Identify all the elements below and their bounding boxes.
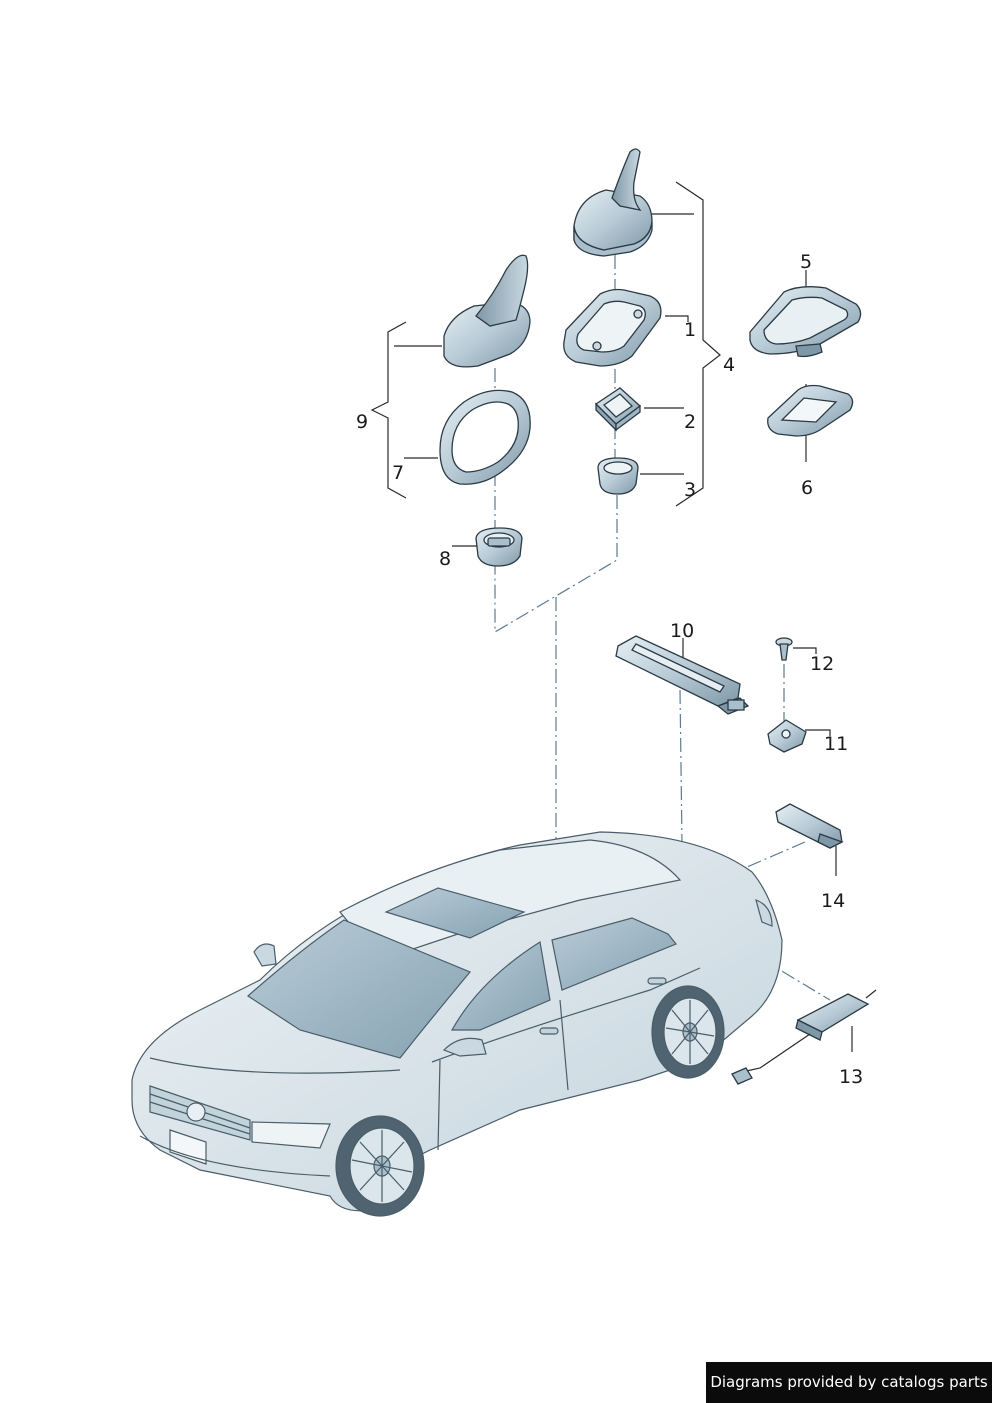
callout-labels: 1 2 3 4 5 6 7 8 9 10 11 12 13 14 — [356, 251, 863, 1088]
callout-6: 6 — [801, 477, 813, 499]
square-seal-icon — [594, 387, 642, 432]
roof-antenna-cover-icon — [573, 148, 653, 257]
callout-7: 7 — [392, 462, 404, 484]
callout-5: 5 — [800, 251, 812, 273]
shark-fin-antenna-icon — [443, 254, 531, 368]
callout-12: 12 — [810, 653, 834, 675]
callout-13: 13 — [839, 1066, 863, 1088]
callout-10: 10 — [670, 620, 694, 642]
callout-1: 1 — [684, 319, 696, 341]
antenna-gasket-ring-icon — [439, 389, 531, 485]
credit-banner: Diagrams provided by catalogs parts — [706, 1362, 992, 1403]
screw-icon — [775, 637, 793, 661]
callout-3: 3 — [684, 479, 696, 501]
antenna-module-icon — [749, 286, 862, 358]
antenna-nut-left-icon — [475, 527, 523, 567]
amplifier-unit-icon — [615, 635, 750, 715]
callout-4: 4 — [723, 354, 735, 376]
connector-icon — [775, 803, 844, 849]
callout-9: 9 — [356, 411, 368, 433]
callout-2: 2 — [684, 411, 696, 433]
callout-11: 11 — [824, 733, 848, 755]
callout-8: 8 — [439, 548, 451, 570]
bracket-icon — [767, 719, 807, 753]
antenna-cable-icon — [731, 989, 877, 1085]
callout-14: 14 — [821, 890, 845, 912]
module-gasket-icon — [767, 384, 854, 437]
antenna-nut-icon — [597, 457, 639, 495]
vehicle-illustration — [131, 831, 783, 1217]
antenna-base-gasket-icon — [563, 288, 662, 367]
